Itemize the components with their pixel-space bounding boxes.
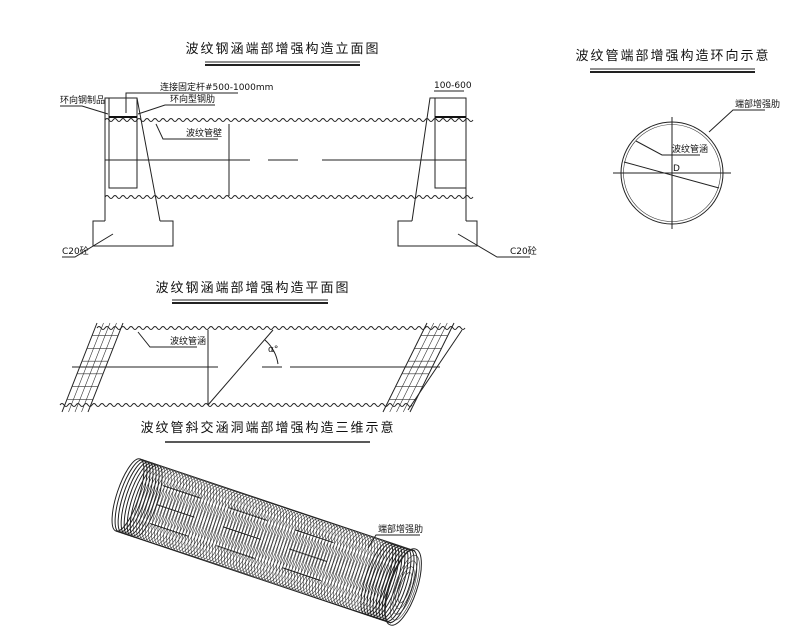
cage-bar <box>407 329 463 411</box>
cage-bar <box>289 548 328 563</box>
elevation-title: 波纹钢涵端部增强构造立面图 <box>185 42 380 57</box>
pipe-bottom-wall <box>104 195 474 199</box>
leader-line <box>125 92 238 113</box>
cage-bar <box>156 504 195 518</box>
label-ring-product: 环向钢制品 <box>60 94 105 106</box>
cage-bar <box>402 322 448 413</box>
leader-line <box>457 233 530 258</box>
leader-line <box>137 104 215 115</box>
left-headwall-inner <box>108 97 138 189</box>
cage-bar <box>61 322 98 413</box>
label-end-rib: 端部增强肋 <box>378 523 423 535</box>
cage-bar <box>229 507 268 521</box>
right-foundation <box>397 220 478 247</box>
skew-line <box>207 329 274 406</box>
cage-bar <box>409 322 455 413</box>
leader-line <box>155 123 218 140</box>
elevation-view: 波纹钢涵端部增强构造立面图 环向钢制品 连接固定杆#500-1000mm 环向型… <box>60 42 537 258</box>
inner-ring <box>392 560 418 615</box>
leader-line <box>708 109 765 133</box>
diameter-line <box>623 161 720 189</box>
pipe-bottom-wall <box>59 403 413 407</box>
plan-view: 波纹钢涵端部增强构造平面图 α° 波纹管涵 <box>59 281 466 413</box>
cage-bar <box>115 530 392 624</box>
pipe-end-opening <box>384 548 422 626</box>
label-pipe-wall: 波纹管壁 <box>186 127 222 139</box>
label-pipe: 波纹管涵 <box>672 143 708 155</box>
label-c20-right: C20砼 <box>510 245 537 257</box>
inner-ring <box>397 572 413 604</box>
leader-line <box>137 331 197 348</box>
plan-title: 波纹钢涵端部增强构造平面图 <box>155 281 350 296</box>
label-fix-rod: 连接固定杆#500-1000mm <box>160 81 273 93</box>
cage-bar <box>162 485 201 499</box>
cage-bar <box>282 567 321 582</box>
label-end-rib: 端部增强肋 <box>735 98 780 110</box>
cage-bar <box>295 529 334 544</box>
pipe-top-wall <box>96 326 466 330</box>
cage-bar <box>139 458 416 552</box>
leader-line <box>635 140 700 156</box>
label-angle: α° <box>268 345 278 355</box>
angle-arc <box>264 339 279 365</box>
cage-bar <box>216 545 255 559</box>
ring-view: 波纹管端部增强构造环向示意 端部增强肋 波纹管涵 D <box>575 48 780 229</box>
cage-bar <box>68 322 104 413</box>
label-c20-left: C20砼 <box>62 245 89 257</box>
cage-bar <box>74 322 111 413</box>
label-diameter: D <box>673 164 680 174</box>
right-headwall-inner <box>434 97 467 189</box>
three-d-title: 波纹管斜交涵洞端部增强构造三维示意 <box>140 420 395 436</box>
leader-line <box>60 105 109 115</box>
cage-bar <box>87 322 124 413</box>
cage-bar <box>382 322 428 413</box>
label-ring-rib: 环向型钢肋 <box>170 93 215 105</box>
ring-title: 波纹管端部增强构造环向示意 <box>575 48 770 64</box>
label-width: 100-600 <box>434 81 472 91</box>
corrugation-ring <box>111 458 145 532</box>
leader-line <box>367 534 420 549</box>
label-pipe: 波纹管涵 <box>170 335 206 347</box>
left-end-cage <box>61 322 124 413</box>
cage-bar <box>222 526 261 540</box>
left-foundation <box>92 220 174 247</box>
cage-bar <box>149 523 189 537</box>
cage-bar <box>396 322 441 413</box>
leader-line <box>62 233 114 258</box>
cage-bar <box>389 322 435 413</box>
inner-ring <box>395 566 415 609</box>
three-d-view: 波纹管斜交涵洞端部增强构造三维示意 端部增强肋 <box>111 420 423 626</box>
pipe-3d-model <box>111 458 422 626</box>
pipe-top-wall <box>104 118 474 122</box>
right-end-cage <box>382 322 463 413</box>
cage-bar <box>81 322 117 413</box>
